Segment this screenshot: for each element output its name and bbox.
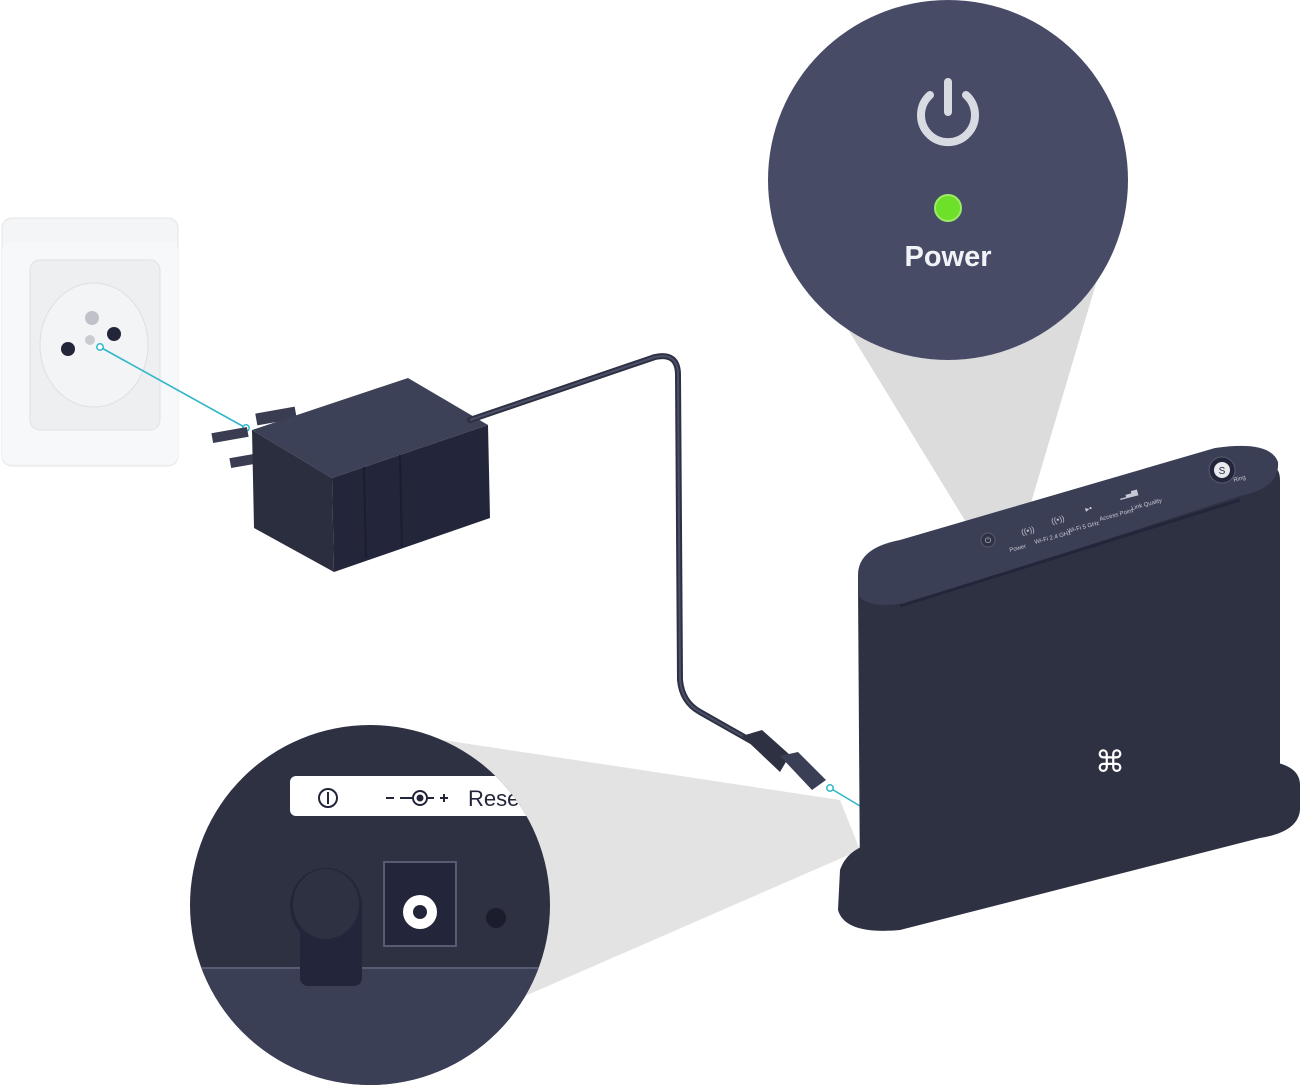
power-led-icon [934, 194, 962, 222]
power-adapter [211, 378, 490, 572]
dc-guide-line [829, 787, 861, 807]
top-callout: Power [768, 0, 1128, 360]
router-power-led-icon [980, 532, 996, 548]
power-switch [290, 868, 362, 986]
plug-guide-line [99, 346, 247, 429]
access-point-icon: ▸• [1084, 503, 1093, 514]
power-switch-icon [318, 788, 338, 808]
wps-button-label: Ring [1233, 475, 1246, 484]
wifi-2-4-icon: ((•)) [1020, 525, 1036, 537]
router-led-label-power: Power [1009, 544, 1027, 554]
bottom-callout: Rese [190, 725, 550, 1085]
power-cable [467, 353, 763, 749]
svg-text:S: S [1219, 466, 1226, 477]
dc-plug [742, 730, 826, 790]
power-icon [917, 78, 979, 147]
reset-hole [486, 908, 506, 928]
dc-jack [383, 861, 457, 947]
svg-text:⏻: ⏻ [985, 536, 992, 545]
power-led-label: Power [904, 241, 991, 273]
dc-jack-polarity-icon [386, 790, 448, 806]
wifi-5-icon: ((•)) [1050, 514, 1066, 526]
cmd-logo-icon: ⌘ [1095, 746, 1125, 779]
wall-socket [1, 217, 179, 467]
router: ⏻ Power ((•)) Wi-Fi 2.4 GHz ((•)) Wi-Fi … [838, 445, 1300, 931]
